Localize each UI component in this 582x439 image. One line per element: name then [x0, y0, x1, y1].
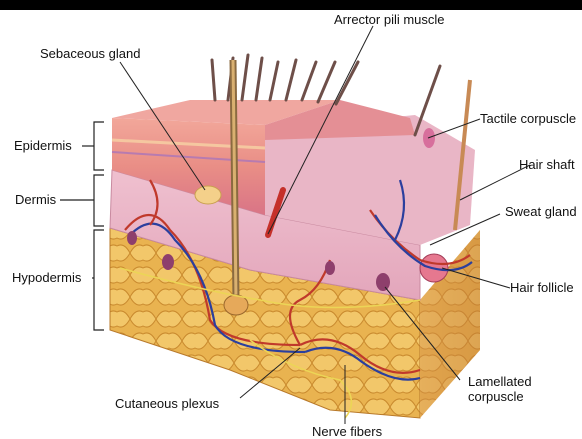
- lamellated-corpuscle-2: [162, 254, 174, 270]
- label-lamellated-corpuscle-line1: Lamellated: [468, 374, 532, 389]
- label-nerve-fibers: Nerve fibers: [312, 424, 382, 439]
- label-sweat-gland: Sweat gland: [505, 204, 577, 219]
- label-cutaneous-plexus: Cutaneous plexus: [115, 396, 219, 411]
- label-hypodermis: Hypodermis: [12, 270, 81, 285]
- label-lamellated-corpuscle-line2: corpuscle: [468, 389, 524, 404]
- label-hair-follicle: Hair follicle: [510, 280, 574, 295]
- label-epidermis: Epidermis: [14, 138, 72, 153]
- lamellated-corpuscle-3: [127, 231, 137, 245]
- layer-brackets: [60, 122, 104, 330]
- sebaceous-gland-shape: [195, 186, 221, 204]
- lamellated-corpuscle-1: [376, 273, 390, 291]
- label-hair-shaft: Hair shaft: [519, 157, 575, 172]
- label-arrector-pili-muscle: Arrector pili muscle: [334, 12, 445, 27]
- label-dermis: Dermis: [15, 192, 56, 207]
- label-sebaceous-gland: Sebaceous gland: [40, 46, 140, 61]
- lamellated-corpuscle-4: [325, 261, 335, 275]
- label-tactile-corpuscle: Tactile corpuscle: [480, 111, 576, 126]
